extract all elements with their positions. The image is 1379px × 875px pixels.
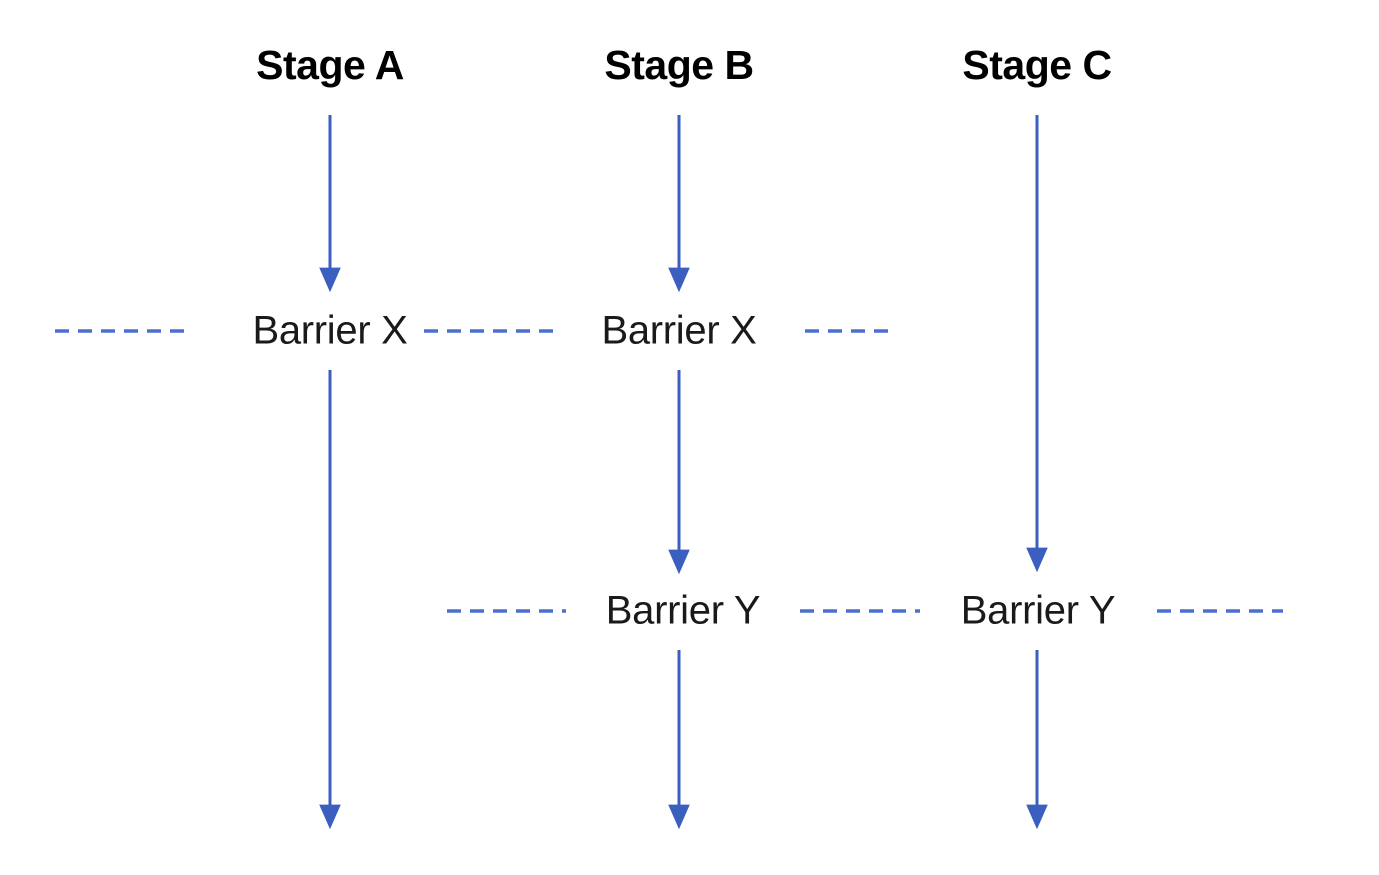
dashed-connector-layer: [55, 329, 1283, 613]
stage-header-c: Stage C: [962, 42, 1112, 88]
barrier-label-x-stage-b: Barrier X: [595, 308, 763, 354]
stage-header-a: Stage A: [256, 42, 404, 88]
barrier-label-y-stage-b: Barrier Y: [599, 588, 767, 634]
stage-header-b: Stage B: [604, 42, 754, 88]
barrier-label-y-stage-c: Barrier Y: [954, 588, 1122, 634]
vertical-arrow-layer: [319, 115, 1048, 830]
barrier-label-x-stage-a: Barrier X: [246, 308, 414, 354]
